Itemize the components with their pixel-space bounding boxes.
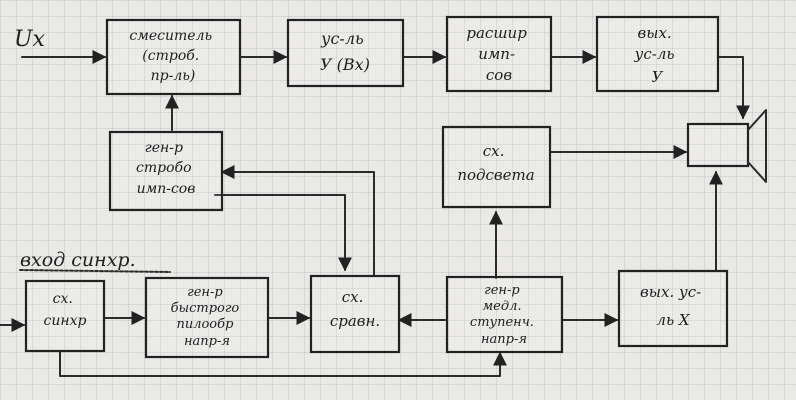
- fast-ramp-generator-label: ген-р быстрого пилообр напр-я: [171, 285, 244, 349]
- highlight-circuit-block: [441, 125, 552, 209]
- slow-ramp-generator-block: [445, 275, 564, 354]
- y-output-amplifier-label: вых. ус-ль У: [634, 24, 680, 86]
- connector-youtamp-to-crt: [717, 56, 750, 120]
- highlight-circuit-label: сх. подсвета: [457, 142, 534, 184]
- pulse-expander-block: [445, 15, 553, 93]
- mixer-block: [105, 18, 242, 96]
- connector-sync-to-slowramp: [59, 351, 507, 377]
- x-output-amplifier-label: вых. ус- ль Х: [640, 283, 706, 329]
- sync-input-underline: [19, 269, 171, 273]
- sync-circuit-block: [24, 279, 106, 353]
- mixer-label: смеситель (строб. пр-ль): [129, 28, 216, 84]
- strobe-generator-label: ген-р стробо имп-сов: [136, 140, 196, 197]
- fast-ramp-generator-block: [144, 276, 270, 359]
- strobe-generator-block: [108, 130, 224, 212]
- comparator-label: сх. сравн.: [330, 288, 380, 330]
- connector-strobe-to-comparator: [214, 194, 352, 272]
- sync-input-label: вход синхр.: [20, 249, 136, 271]
- y-output-amplifier-block: [595, 15, 720, 93]
- slow-ramp-generator-label: ген-р медл. ступенч. напр-я: [470, 283, 538, 347]
- pulse-expander-label: расшир имп- сов: [466, 24, 531, 84]
- y-amplifier-block: [286, 18, 405, 88]
- y-amplifier-label: ус-ль У (Вх): [320, 29, 370, 74]
- crt-icon: [686, 109, 767, 183]
- comparator-block: [309, 274, 401, 354]
- connector-comparator-to-strobe: [220, 165, 375, 276]
- input-signal-label: Ux: [14, 27, 46, 52]
- sync-circuit-label: сх. синхр: [44, 291, 87, 329]
- x-output-amplifier-block: [617, 269, 729, 348]
